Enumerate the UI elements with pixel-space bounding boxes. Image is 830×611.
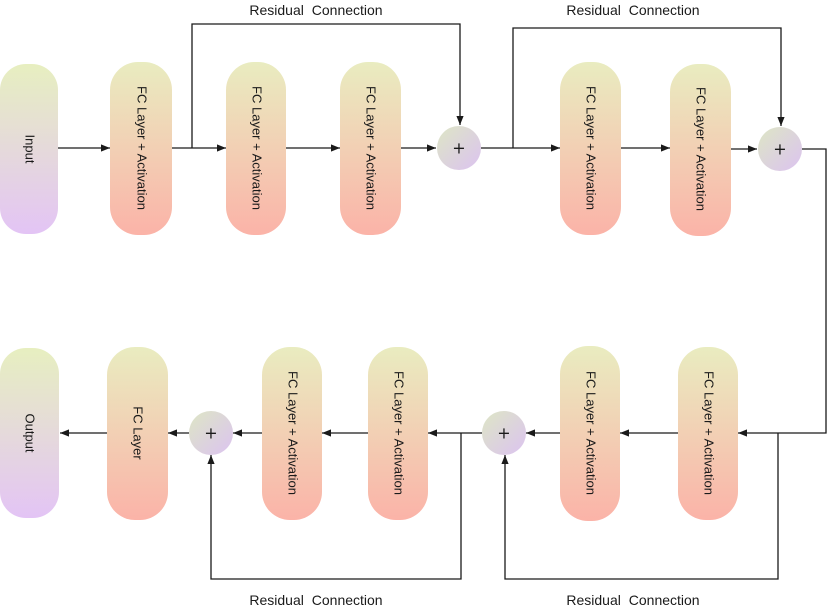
- fc-activation-block-2: FC Layer + Activation: [226, 62, 286, 235]
- fc-activation-label: FC Layer + Activation: [392, 371, 407, 495]
- plus-icon: +: [204, 424, 217, 443]
- add-node-3: +: [482, 411, 526, 455]
- add-node-4: +: [189, 411, 233, 455]
- fc-activation-block-1: FC Layer + Activation: [110, 62, 172, 235]
- fc-activation-label: FC Layer + Activation: [584, 371, 599, 495]
- residual-caption-2: Residual Connection: [566, 2, 699, 18]
- residual-caption-3: Residual Connection: [249, 592, 382, 608]
- fc-activation-label: FC Layer + Activation: [702, 371, 717, 495]
- fc-activation-label: FC Layer + Activation: [364, 86, 379, 210]
- output-block: Output: [0, 348, 59, 518]
- wrap-connection: [738, 148, 827, 437]
- fc-activation-block-4: FC Layer + Activation: [560, 62, 621, 235]
- fc-activation-block-3: FC Layer + Activation: [340, 62, 401, 235]
- residual-connection-3: [501, 433, 779, 580]
- fc-block: FC Layer: [107, 347, 168, 520]
- fc-activation-label: FC Layer + Activation: [694, 87, 709, 211]
- residual-caption-1: Residual Connection: [249, 2, 382, 18]
- add-node-2: +: [758, 127, 802, 171]
- fc-label: FC Layer: [131, 406, 146, 460]
- input-label: Input: [23, 135, 38, 164]
- fc-activation-label: FC Layer + Activation: [250, 86, 265, 210]
- residual-connection-1: [191, 23, 464, 148]
- output-label: Output: [23, 413, 38, 452]
- plus-icon: +: [773, 140, 786, 159]
- add-node-1: +: [437, 126, 481, 170]
- fc-activation-block-6: FC Layer + Activation: [678, 347, 738, 520]
- connection-lines: [58, 23, 827, 580]
- fc-activation-label: FC Layer + Activation: [286, 371, 301, 495]
- residual-connection-4: [207, 433, 462, 580]
- fc-activation-block-8: FC Layer + Activation: [368, 347, 428, 520]
- input-block: Input: [0, 64, 58, 234]
- plus-icon: +: [452, 139, 465, 158]
- fc-activation-block-5: FC Layer + Activation: [670, 64, 731, 236]
- residual-connection-2: [512, 27, 785, 148]
- fc-activation-label: FC Layer + Activation: [135, 86, 150, 210]
- residual-caption-4: Residual Connection: [566, 592, 699, 608]
- fc-activation-block-7: FC Layer + Activation: [560, 346, 620, 521]
- fc-activation-label: FC Layer + Activation: [584, 86, 599, 210]
- fc-activation-block-9: FC Layer + Activation: [262, 347, 322, 520]
- plus-icon: +: [497, 424, 510, 443]
